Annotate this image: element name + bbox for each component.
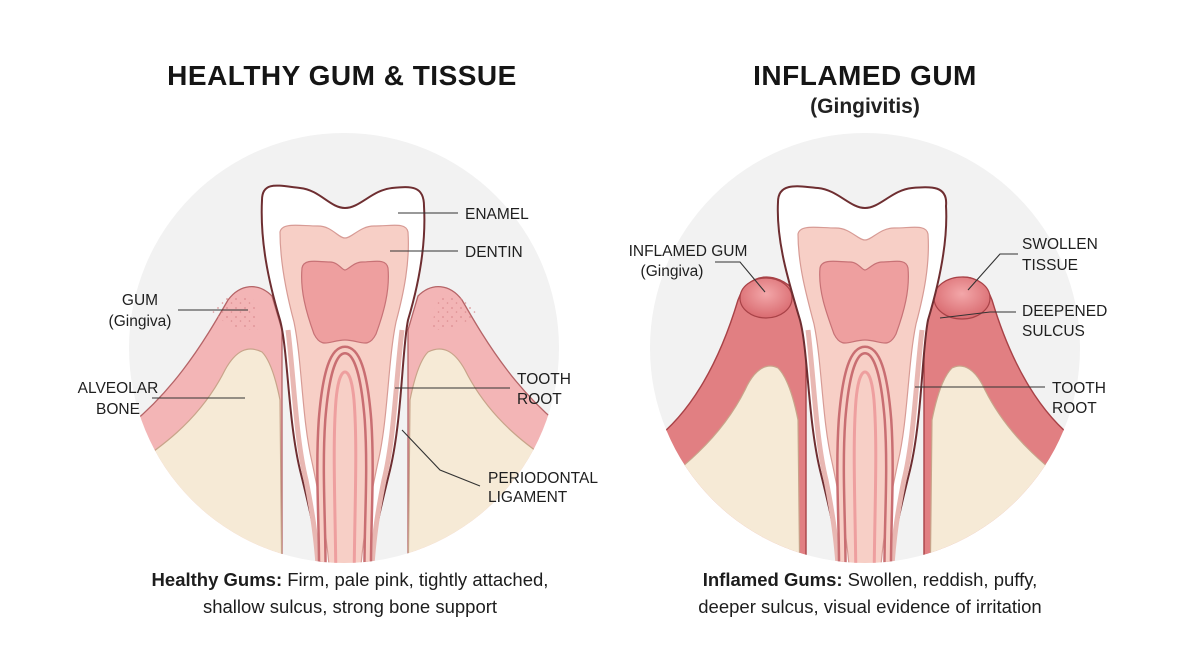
label-enamel: ENAMEL <box>465 206 529 223</box>
label-tooth-root-line2: ROOT <box>517 391 562 408</box>
inflamed-caption-line1: Swollen, reddish, puffy, <box>842 569 1038 590</box>
label-dentin: DENTIN <box>465 244 523 261</box>
healthy-pulp <box>301 260 389 344</box>
inflamed-illustration: INFLAMED GUM (Gingiva) SWOLLEN TISSUE DE… <box>629 133 1107 563</box>
label-swollen-tissue-line2: TISSUE <box>1022 257 1078 274</box>
label-periodontal-line1: PERIODONTAL <box>488 470 598 487</box>
label-deepened-sulcus-line2: SULCUS <box>1022 323 1085 340</box>
inflamed-subtitle: (Gingivitis) <box>810 95 920 118</box>
inflamed-pulp <box>819 260 909 344</box>
inflamed-caption-heading: Inflamed Gums: <box>702 569 843 590</box>
label-deepened-sulcus-line1: DEEPENED <box>1022 303 1107 320</box>
inflamed-title: INFLAMED GUM <box>753 60 977 91</box>
label-inflamed-gum-line2: (Gingiva) <box>641 263 704 280</box>
label-gum-line1: GUM <box>122 292 158 309</box>
inflamed-caption: Inflamed Gums: Swollen, reddish, puffy, … <box>580 566 1160 620</box>
healthy-caption: Healthy Gums: Firm, pale pink, tightly a… <box>60 566 640 620</box>
label-gum-line2: (Gingiva) <box>109 313 172 330</box>
healthy-caption-line2: shallow sulcus, strong bone support <box>202 596 498 617</box>
label-alveolar-bone-line1: ALVEOLAR <box>78 380 159 397</box>
label-periodontal-line2: LIGAMENT <box>488 489 568 506</box>
label-inflamed-gum-line1: INFLAMED GUM <box>629 243 748 260</box>
healthy-caption-line1: Firm, pale pink, tightly attached, <box>282 569 549 590</box>
label-tooth-root-line1: TOOTH <box>517 371 571 388</box>
healthy-caption-heading: Healthy Gums: <box>151 569 283 590</box>
healthy-illustration: ENAMEL DENTIN GUM (Gingiva) ALVEOLAR BON… <box>78 133 598 563</box>
healthy-title: HEALTHY GUM & TISSUE <box>167 60 517 91</box>
label-swollen-tissue-line1: SWOLLEN <box>1022 236 1098 253</box>
label-inflamed-root-line2: ROOT <box>1052 400 1097 417</box>
label-inflamed-root-line1: TOOTH <box>1052 380 1106 397</box>
inflamed-caption-line2: deeper sulcus, visual evidence of irrita… <box>698 596 1042 617</box>
label-alveolar-bone-line2: BONE <box>96 401 140 418</box>
